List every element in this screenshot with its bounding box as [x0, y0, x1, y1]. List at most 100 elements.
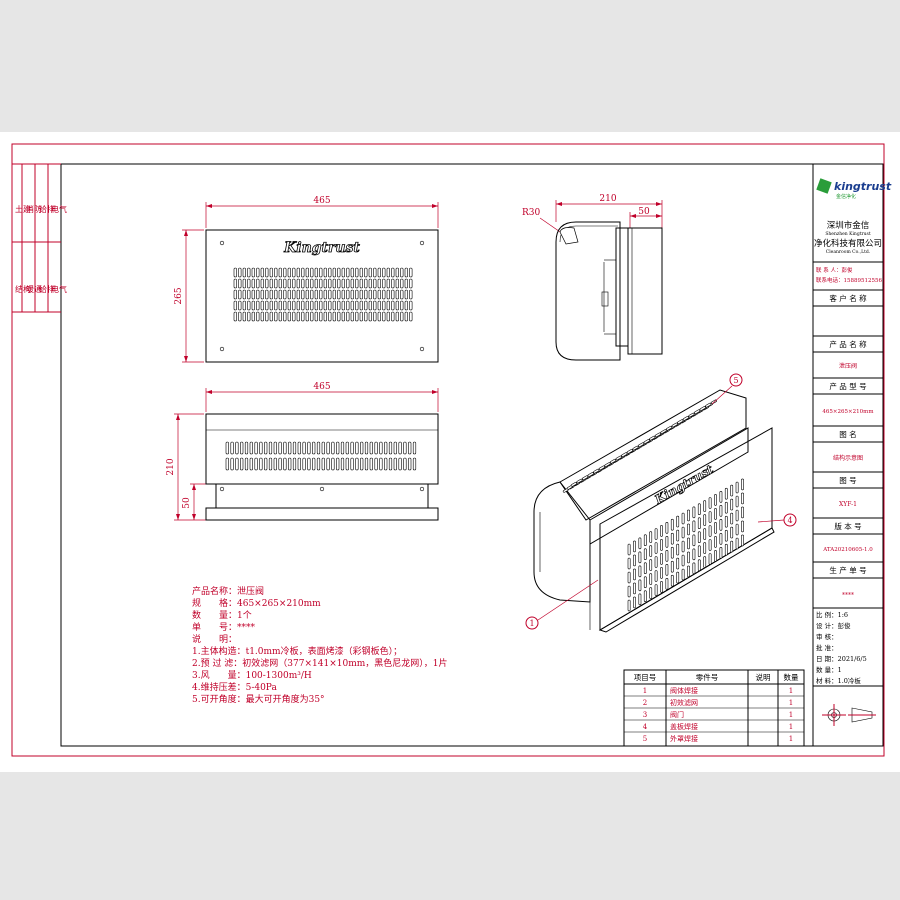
vent-slot — [660, 581, 663, 593]
vent-slot — [708, 497, 712, 509]
reviewer: 审 核： — [816, 632, 838, 641]
vent-slot — [582, 475, 589, 481]
vent-slot — [660, 429, 667, 434]
vent-slot — [264, 457, 268, 471]
vent-slot — [256, 311, 260, 322]
vent-slot — [296, 300, 300, 311]
vent-slot — [305, 311, 309, 322]
vent-slot — [341, 311, 345, 322]
vent-slot — [735, 537, 739, 550]
vent-slot — [697, 531, 701, 544]
vent-slot — [714, 536, 717, 548]
vent-slot — [305, 278, 309, 289]
vent-slot — [400, 300, 404, 311]
table-row-4-part: 盖板焊接 — [670, 722, 698, 731]
vent-slot — [391, 300, 395, 311]
vent-slot — [355, 278, 359, 289]
vent-slot — [292, 441, 297, 455]
table-header-qty: 数量 — [784, 672, 799, 682]
vent-slot — [395, 278, 399, 289]
vent-slot — [274, 311, 278, 322]
vent-slot — [314, 289, 318, 300]
vent-slot — [391, 289, 395, 300]
vent-slot — [314, 278, 318, 289]
version-label: 版 本 号 — [834, 521, 861, 531]
table-row-1-item: 1 — [643, 687, 647, 695]
vent-slot — [643, 562, 647, 575]
vent-slot — [660, 567, 663, 579]
vent-slot — [301, 289, 305, 300]
vent-slot — [386, 278, 390, 289]
vent-slot — [316, 441, 321, 455]
vent-slot — [269, 267, 273, 278]
vent-slot — [687, 509, 690, 522]
vent-slot — [382, 267, 386, 278]
vent-slot — [694, 409, 701, 415]
vent-slot — [386, 267, 390, 278]
note-7: 2.预 过 滤：初效滤网（377×141×10mm，黑色尼龙网），1片 — [192, 657, 448, 669]
balloon-5: 5 — [711, 373, 743, 405]
vent-slot — [633, 540, 636, 553]
front-view: 465 265 Kingtrust — [174, 196, 439, 363]
vent-slot — [395, 300, 399, 311]
vent-slot — [665, 549, 669, 562]
vent-slot — [337, 311, 341, 322]
vent-slot — [719, 490, 723, 503]
note-8: 3.风 量：100-1300m³/H — [192, 670, 312, 681]
vent-slot — [288, 441, 292, 455]
vent-slot — [319, 311, 323, 322]
date: 日 期：2021/6/5 — [816, 655, 867, 663]
vent-slot — [265, 300, 269, 311]
strip-top-1: 土建 — [15, 204, 31, 214]
vent-slot — [274, 267, 278, 278]
vent-slot — [346, 300, 350, 311]
vent-slot — [296, 289, 300, 300]
vent-slot — [341, 278, 345, 289]
vent-slot — [350, 267, 354, 278]
vent-slot — [328, 267, 332, 278]
vent-slot — [386, 289, 390, 300]
vent-slot — [741, 478, 744, 491]
vent-slot — [735, 481, 739, 494]
vent-slot — [319, 267, 323, 278]
vent-slot — [242, 289, 246, 300]
vent-slot — [319, 278, 323, 289]
vent-slot — [708, 553, 712, 565]
vent-slot — [287, 267, 291, 278]
vent-slot — [278, 289, 282, 300]
strip-bottom-3: 给排 — [39, 284, 55, 294]
vent-slot — [697, 503, 701, 516]
vent-slot — [687, 523, 690, 536]
vent-slot — [346, 311, 350, 322]
vent-slot — [301, 267, 305, 278]
vent-slot — [345, 441, 349, 455]
vent-slot — [643, 439, 650, 444]
vent-slot — [283, 311, 287, 322]
vent-slot — [391, 267, 395, 278]
vent-slot — [714, 550, 717, 562]
company-cn-2: 净化科技有限公司 — [814, 238, 882, 249]
vent-slot — [292, 267, 296, 278]
vent-slot — [382, 289, 386, 300]
vent-slot — [409, 289, 413, 300]
vent-slot — [269, 289, 273, 300]
vent-slot — [323, 311, 327, 322]
vent-slot — [268, 457, 273, 471]
vent-slot — [638, 537, 642, 550]
vent-slot — [283, 441, 287, 455]
quantity: 数 量：1 — [816, 665, 842, 674]
vent-slot — [391, 278, 395, 289]
vent-slot — [665, 577, 669, 590]
company-en-1: Shenzhen Kingtrust — [825, 231, 871, 237]
vent-slot — [676, 543, 680, 556]
vent-slot — [265, 278, 269, 289]
vent-slot — [254, 441, 258, 455]
vent-slot — [632, 445, 639, 451]
vent-slot — [288, 457, 292, 471]
vent-slot — [649, 545, 653, 557]
vent-slot — [341, 267, 345, 278]
vent-slot — [242, 300, 246, 311]
designer: 设 计：彭俊 — [816, 621, 851, 630]
vent-slot — [287, 278, 291, 289]
vent-slot — [350, 441, 354, 455]
